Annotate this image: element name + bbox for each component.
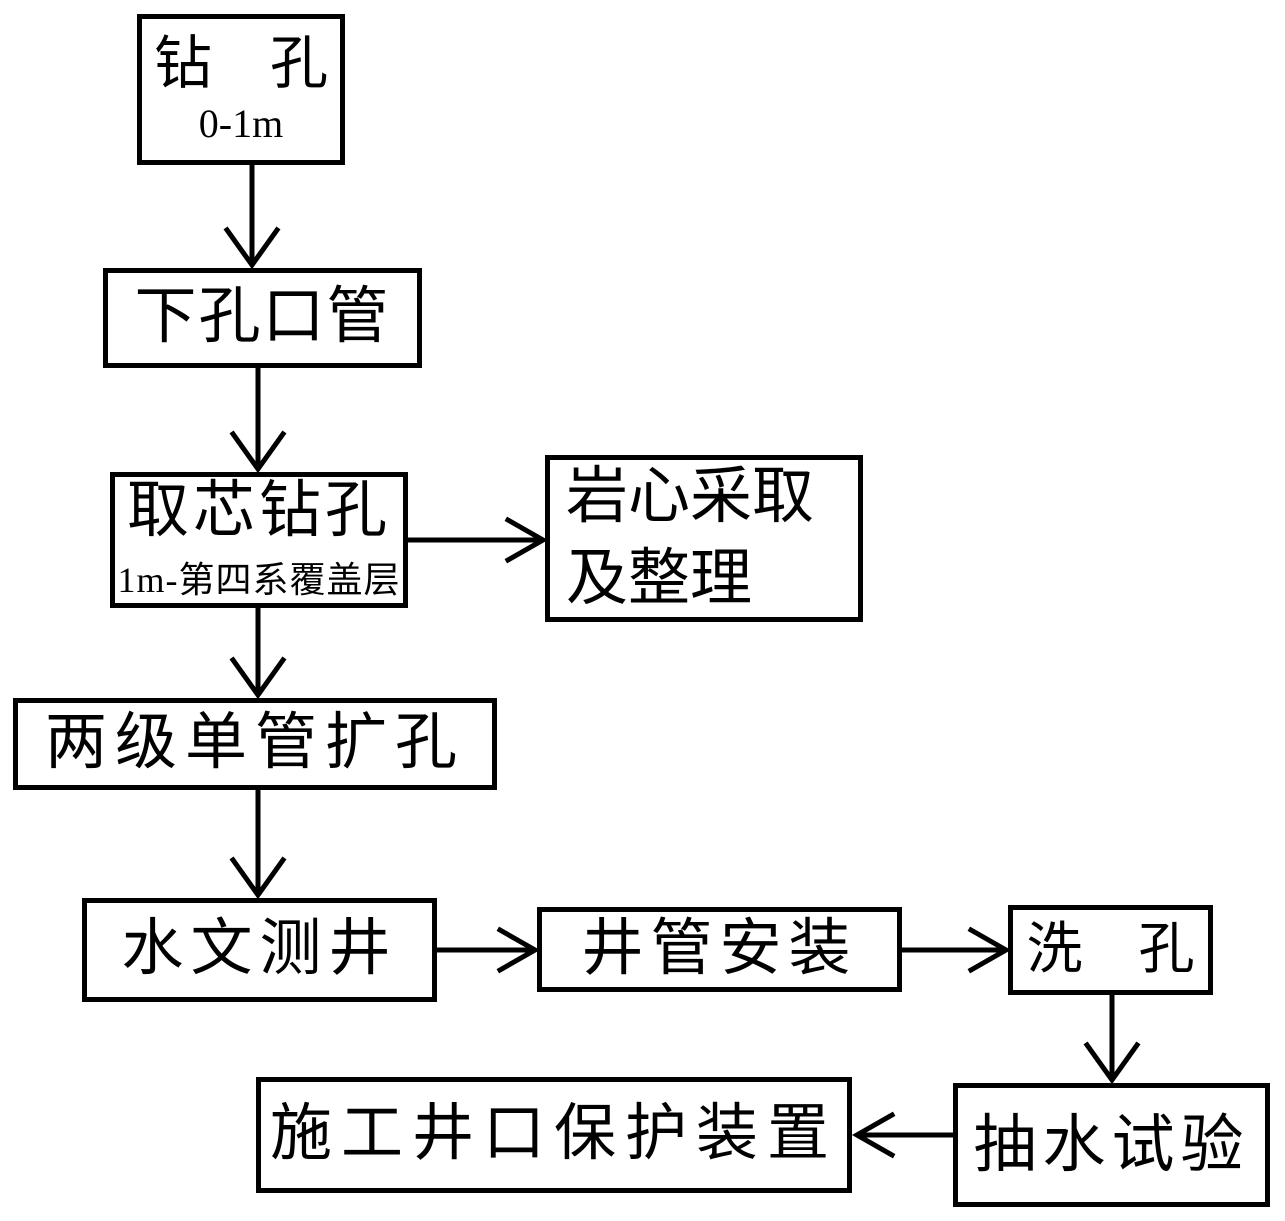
node-sublabel: 1m-第四系覆盖层 xyxy=(117,560,401,601)
node-label: 抽水试验 xyxy=(973,1109,1250,1180)
node-label: 井管安装 xyxy=(581,914,858,983)
node-label-line1: 岩心采取 xyxy=(566,462,815,531)
node-wellhead-protection: 施工井口保护装置 xyxy=(256,1077,852,1193)
arrow-coredrill-to-reaming xyxy=(229,607,287,700)
node-label: 取芯钻孔 xyxy=(126,476,391,545)
node-label: 下孔口管 xyxy=(134,283,391,352)
arrow-logging-to-pipeinstall xyxy=(434,926,541,974)
arrow-casing-to-coredrill xyxy=(229,367,287,474)
node-label-line2: 及整理 xyxy=(566,544,753,613)
node-wash-hole: 洗 孔 xyxy=(1008,905,1213,995)
node-label: 两级单管扩孔 xyxy=(44,709,465,778)
node-label: 洗 孔 xyxy=(1026,918,1195,981)
node-core-collection: 岩心采取 及整理 xyxy=(545,455,863,622)
node-label: 钻 孔 xyxy=(153,30,328,96)
node-two-stage-reaming: 两级单管扩孔 xyxy=(13,698,497,790)
node-pumping-test: 抽水试验 xyxy=(953,1083,1270,1207)
node-label: 施工井口保护装置 xyxy=(269,1100,838,1169)
arrow-pumptest-to-wellhead xyxy=(851,1111,956,1159)
arrow-pipeinstall-to-washhole xyxy=(899,926,1012,974)
node-casing-pipe: 下孔口管 xyxy=(103,268,422,368)
arrow-drill-to-casing xyxy=(223,163,281,270)
arrow-washhole-to-pumptest xyxy=(1083,994,1141,1085)
arrow-reaming-to-logging xyxy=(229,789,287,900)
arrow-coredrill-to-corecollect xyxy=(405,516,549,564)
node-core-drilling: 取芯钻孔 1m-第四系覆盖层 xyxy=(110,472,408,608)
node-well-pipe-install: 井管安装 xyxy=(537,907,902,992)
node-drill-hole: 钻 孔 0-1m xyxy=(137,14,345,165)
node-hydro-logging: 水文测井 xyxy=(82,898,437,1002)
node-label: 水文测井 xyxy=(121,915,398,984)
node-sublabel: 0-1m xyxy=(198,101,284,147)
